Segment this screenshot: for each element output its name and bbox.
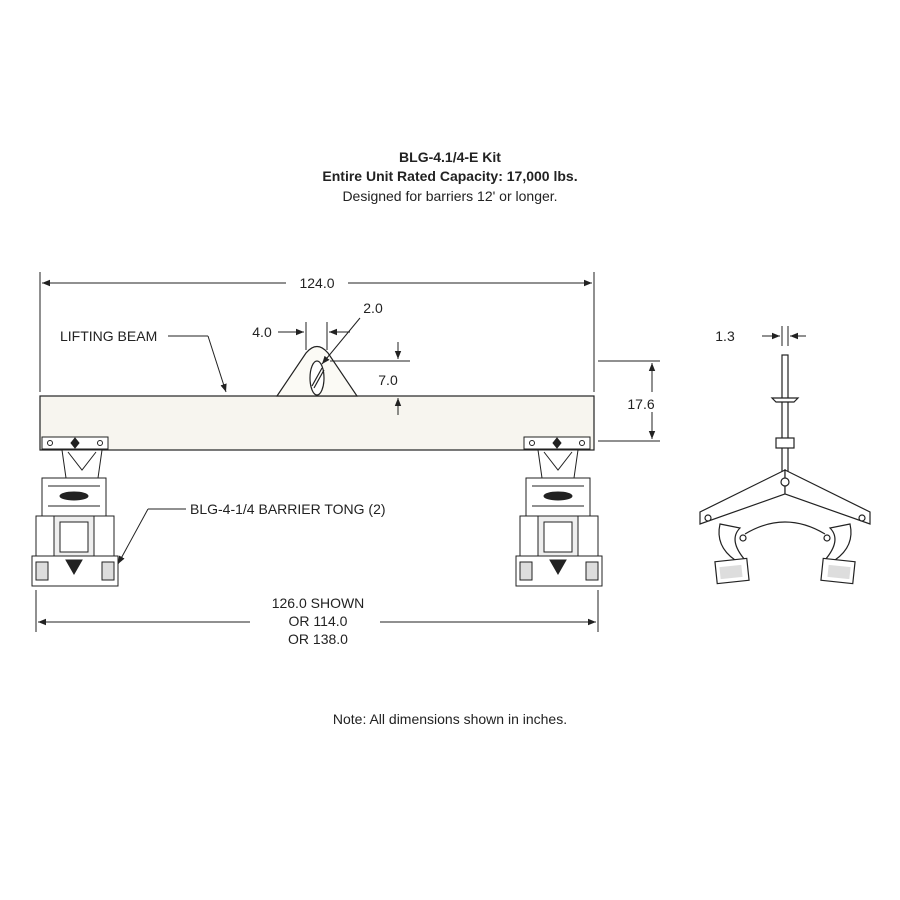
side-view-dimension [762,326,806,346]
capacity-text: Entire Unit Rated Capacity: 17,000 lbs. [322,168,578,184]
side-thickness-label: 1.3 [715,328,735,344]
beam-length-label: 124.0 [299,275,334,291]
lug-height-label: 7.0 [378,372,398,388]
spread-line-1: 126.0 SHOWN [272,595,365,611]
lifting-beam-leader [168,335,227,393]
barrier-tong-left [31,449,119,587]
beam-height-label: 17.6 [627,396,654,412]
beam-end-plate-left [41,436,109,450]
lug-offset-label: 4.0 [252,324,272,340]
requirement-text: Designed for barriers 12' or longer. [342,188,558,204]
barrier-tong-label: BLG-4-1/4 BARRIER TONG (2) [190,501,386,517]
barrier-tong-right [515,449,603,587]
spread-line-2: OR 114.0 [289,613,348,629]
kit-name: BLG-4.1/4-E Kit [399,149,501,165]
tong-side-view [699,354,871,585]
dimension-note: Note: All dimensions shown in inches. [332,711,568,727]
beam-end-plate-right [523,436,591,450]
lifting-beam-label: LIFTING BEAM [60,328,157,344]
spread-dimension [35,590,599,632]
lug-hole-label: 2.0 [363,300,383,316]
barrier-tong-leader [117,508,186,565]
spread-line-3: OR 138.0 [288,631,348,647]
lifting-beam [39,345,595,451]
lug-dimensions [278,317,660,442]
beam-length-dimension [39,272,595,392]
